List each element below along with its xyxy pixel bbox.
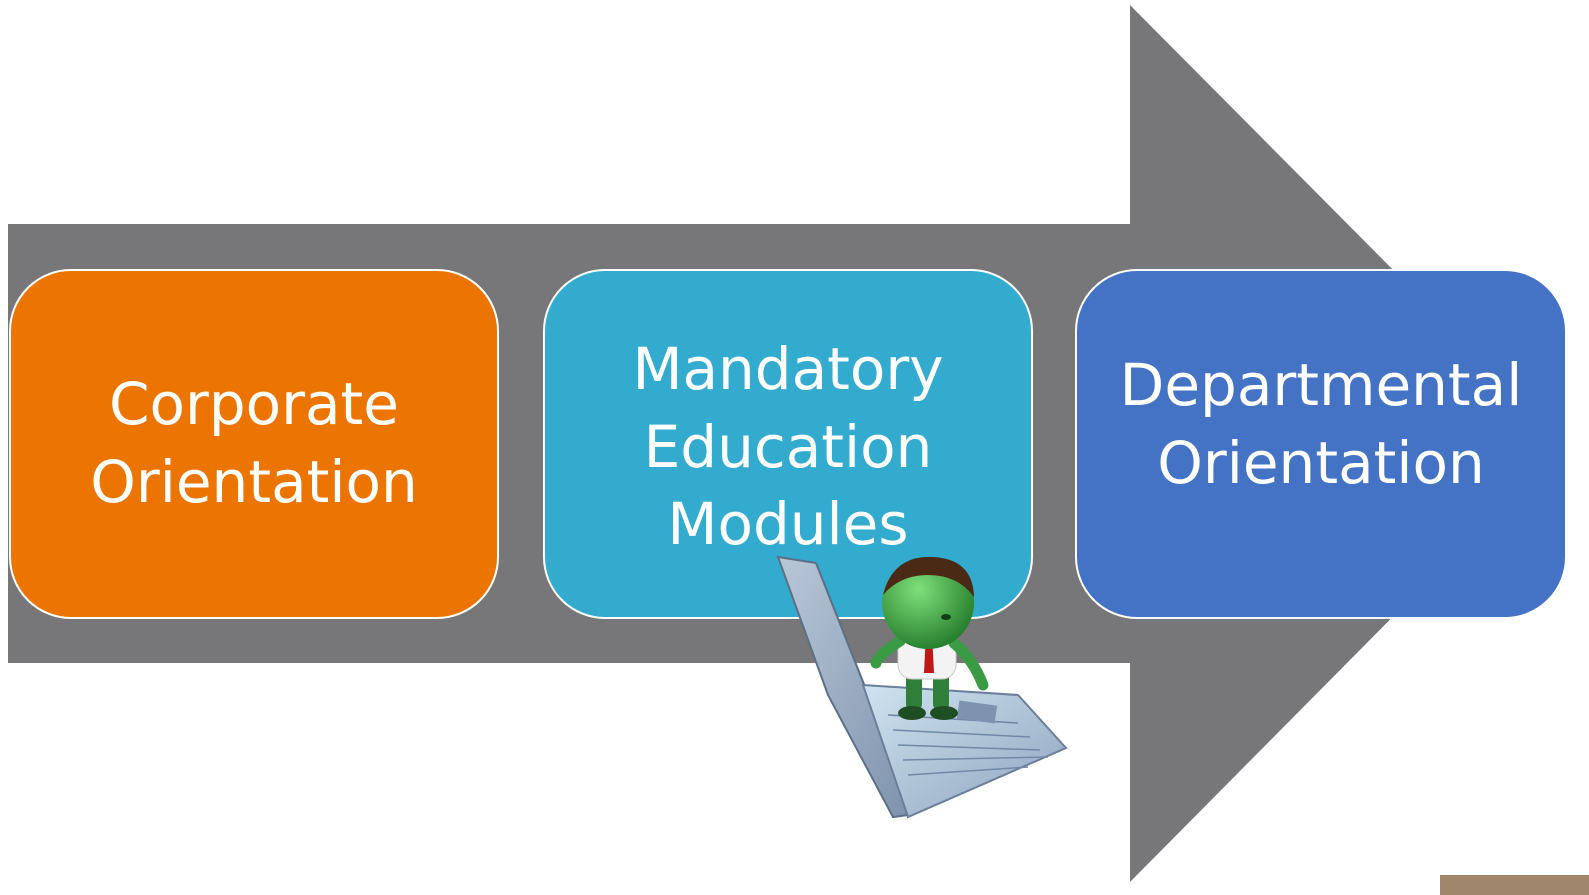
step-departmental-orientation: Departmental Orientation <box>1075 269 1567 619</box>
step-label: Corporate Orientation <box>90 370 418 516</box>
step-label: Mandatory Education Modules <box>632 335 944 559</box>
laptop-character-illustration <box>776 555 1068 819</box>
step-label: Departmental Orientation <box>1119 351 1523 497</box>
corner-decoration <box>1440 875 1589 895</box>
step-corporate-orientation: Corporate Orientation <box>9 269 499 619</box>
